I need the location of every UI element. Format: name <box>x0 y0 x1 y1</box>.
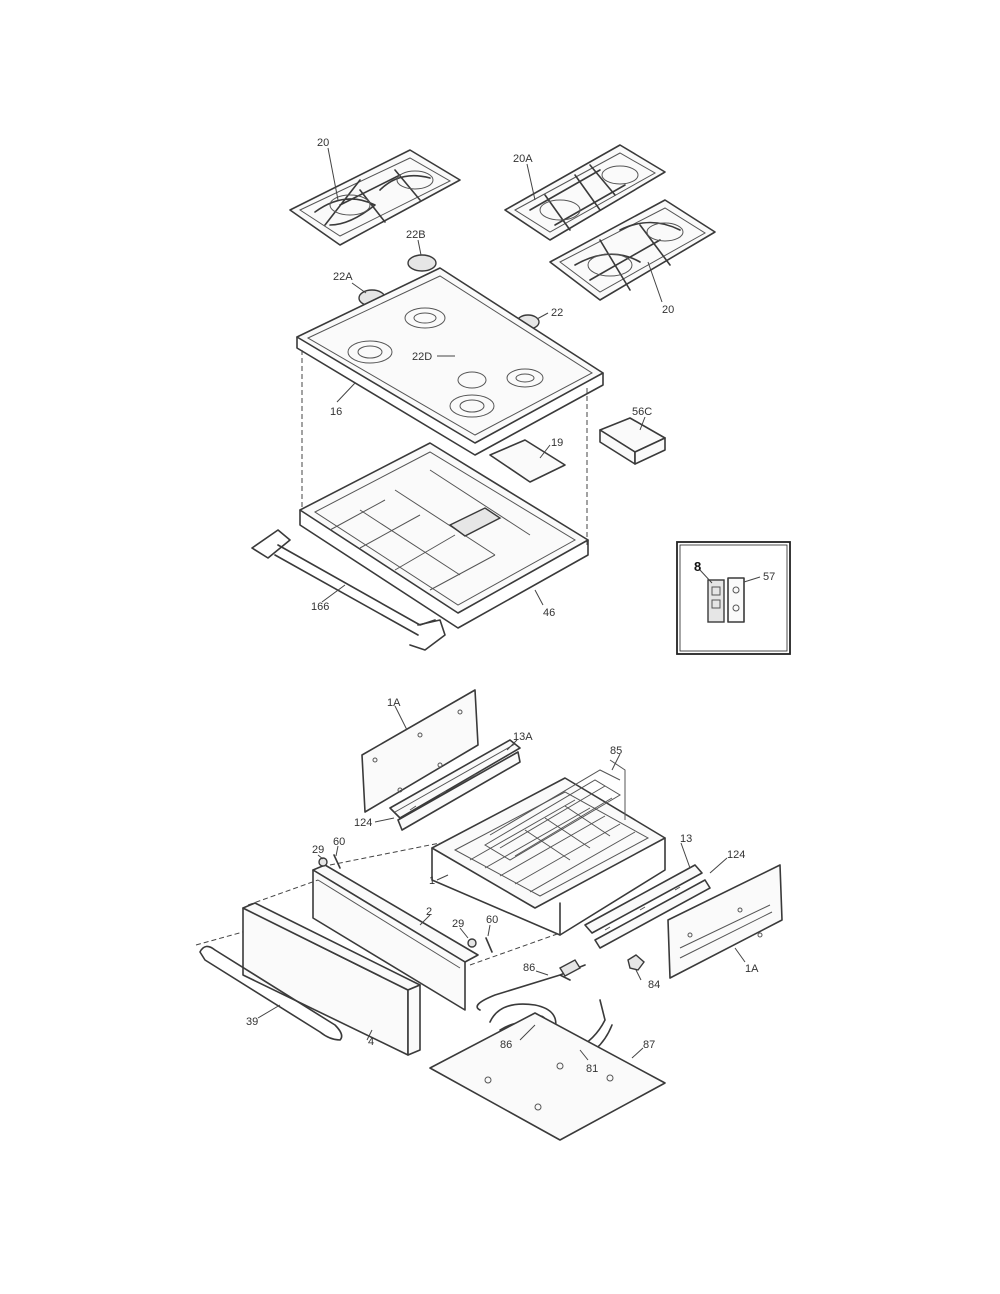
label-13a: 13A <box>513 731 533 743</box>
screw-29-right <box>467 938 477 948</box>
panel-19 <box>489 439 566 483</box>
cooktop <box>296 267 604 456</box>
slide-13 <box>584 864 711 949</box>
drawer-back <box>312 864 479 1011</box>
screw-60-right <box>485 937 493 953</box>
label-8: 8 <box>694 559 701 574</box>
grate-right-top <box>504 144 666 241</box>
knob-84 <box>627 954 645 971</box>
grate-right-bottom <box>549 199 716 301</box>
label-60-right: 60 <box>486 914 498 926</box>
label-20-right: 20 <box>662 304 674 316</box>
label-22d: 22D <box>412 351 432 363</box>
label-16: 16 <box>330 406 342 418</box>
label-20-left: 20 <box>317 137 329 149</box>
label-60-left: 60 <box>333 836 345 848</box>
label-124-right: 124 <box>727 849 745 861</box>
label-1: 1 <box>429 875 435 887</box>
grate-left <box>289 149 461 246</box>
label-56c: 56C <box>632 406 652 418</box>
handle <box>199 945 343 1041</box>
warming-drawer <box>431 759 666 936</box>
leaders-top <box>321 147 663 606</box>
label-81: 81 <box>586 1063 598 1075</box>
burner-cap-22b <box>407 254 437 272</box>
label-22: 22 <box>551 307 563 319</box>
inset-detail <box>676 541 791 655</box>
screw-29-left <box>318 857 328 867</box>
label-39: 39 <box>246 1016 258 1028</box>
label-87: 87 <box>643 1039 655 1051</box>
label-19: 19 <box>551 437 563 449</box>
label-29-left: 29 <box>312 844 324 856</box>
drawer-front <box>242 902 421 1056</box>
screw-60-left <box>333 854 341 869</box>
label-85: 85 <box>610 745 622 757</box>
label-2: 2 <box>426 906 432 918</box>
label-22a: 22A <box>333 271 353 283</box>
label-124-left: 124 <box>354 817 372 829</box>
label-166: 166 <box>311 601 329 613</box>
label-29-right: 29 <box>452 918 464 930</box>
label-86-top: 86 <box>523 962 535 974</box>
part-56c <box>599 417 666 465</box>
slide-13a <box>389 739 521 831</box>
label-86-bottom: 86 <box>500 1039 512 1051</box>
label-1a-top: 1A <box>387 697 401 709</box>
label-84: 84 <box>648 979 660 991</box>
leaders-bottom <box>257 705 746 1061</box>
label-1a-bottom: 1A <box>745 963 759 975</box>
bottom-plate <box>429 1012 666 1141</box>
side-panel-1a-bottom <box>667 864 783 979</box>
label-46: 46 <box>543 607 555 619</box>
oven-body <box>299 442 589 629</box>
label-4: 4 <box>368 1036 374 1048</box>
label-20a: 20A <box>513 153 533 165</box>
side-panel-1a-top <box>361 689 479 813</box>
label-13: 13 <box>680 833 692 845</box>
trim-166 <box>251 529 446 651</box>
label-57: 57 <box>763 571 775 583</box>
label-22b: 22B <box>406 229 426 241</box>
